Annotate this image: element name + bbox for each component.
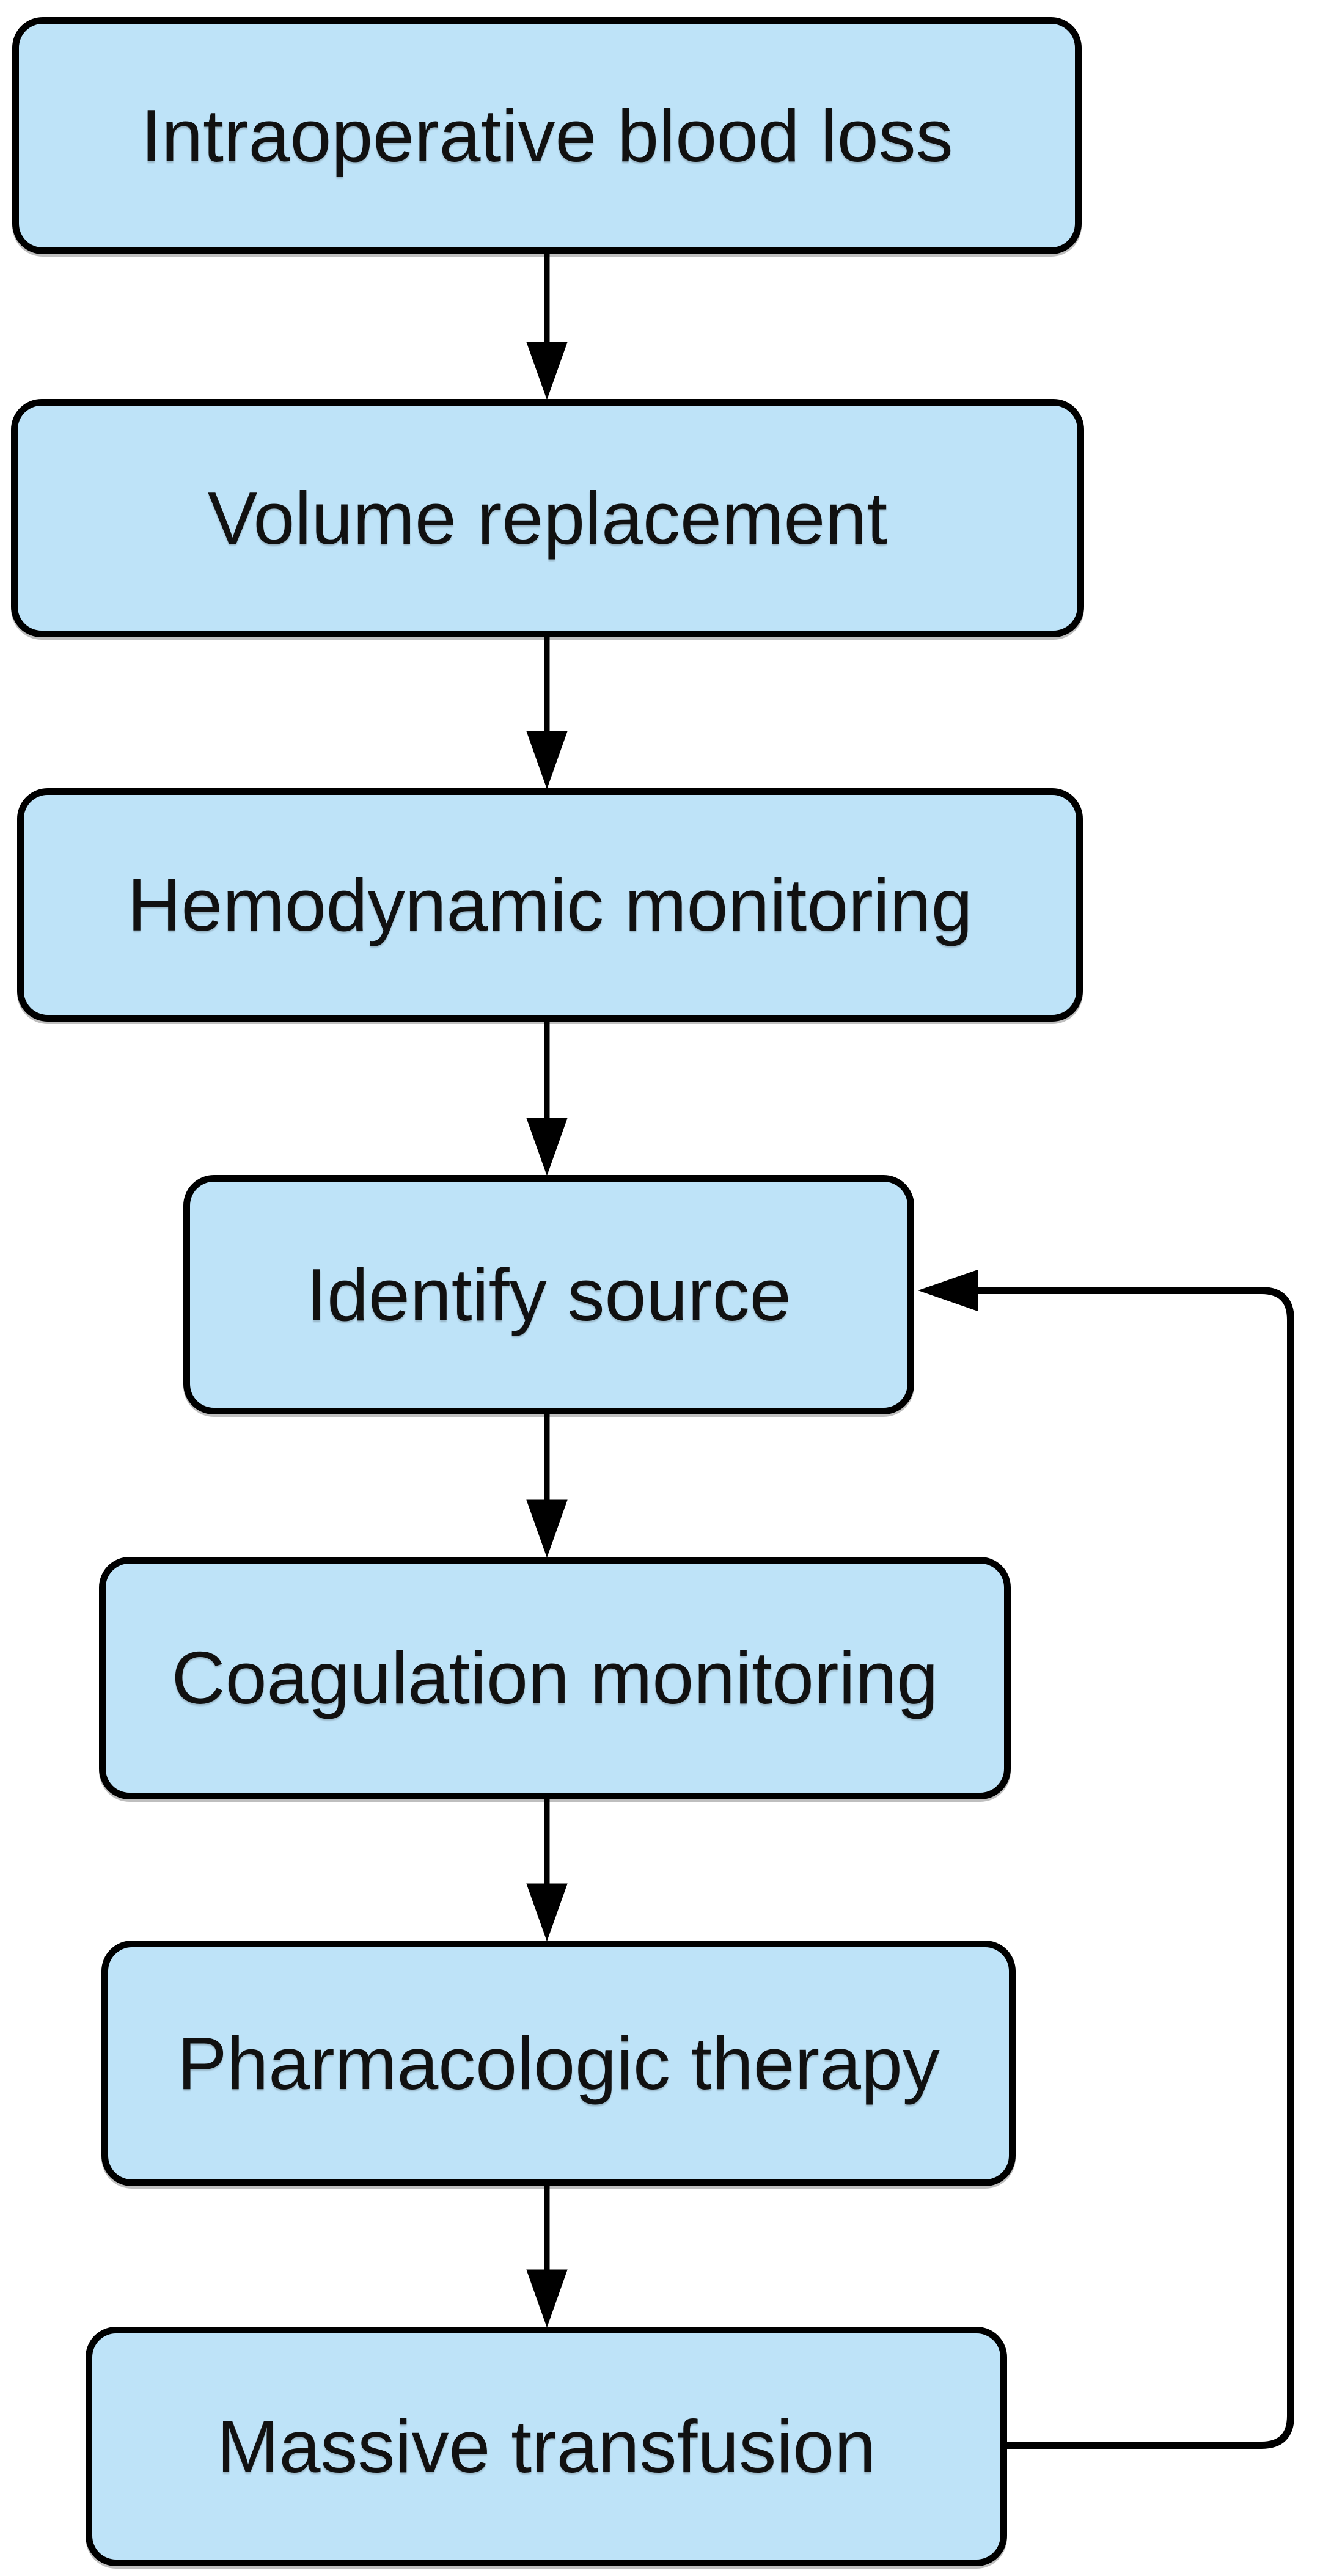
arrowhead-to-coagulation <box>526 1499 568 1558</box>
node-pharmacologic-therapy: Pharmacologic therapy <box>101 1941 1016 2186</box>
node-label: Massive transfusion <box>216 2404 876 2488</box>
arrowhead-to-identify <box>526 1118 568 1176</box>
node-coagulation-monitoring: Coagulation monitoring <box>99 1557 1011 1799</box>
node-label: Pharmacologic therapy <box>177 2021 940 2105</box>
arrowhead-to-hemodynamic <box>526 731 568 789</box>
node-label: Identify source <box>306 1253 791 1336</box>
node-intraoperative-blood-loss: Intraoperative blood loss <box>12 17 1082 254</box>
node-label: Hemodynamic monitoring <box>127 863 973 946</box>
arrowhead-to-massive <box>526 2269 568 2328</box>
node-volume-replacement: Volume replacement <box>11 399 1084 637</box>
node-label: Coagulation monitoring <box>171 1636 939 1720</box>
arrowhead-to-volume <box>526 342 568 400</box>
arrowhead-feedback-to-identify <box>918 1270 978 1311</box>
node-massive-transfusion: Massive transfusion <box>86 2327 1007 2566</box>
arrowhead-to-pharmacologic <box>526 1883 568 1942</box>
node-label: Intraoperative blood loss <box>141 93 953 177</box>
node-label: Volume replacement <box>207 476 888 560</box>
node-hemodynamic-monitoring: Hemodynamic monitoring <box>17 788 1083 1022</box>
node-identify-source: Identify source <box>183 1175 914 1414</box>
edge-massive-feedback-to-identify <box>978 1287 1294 2449</box>
